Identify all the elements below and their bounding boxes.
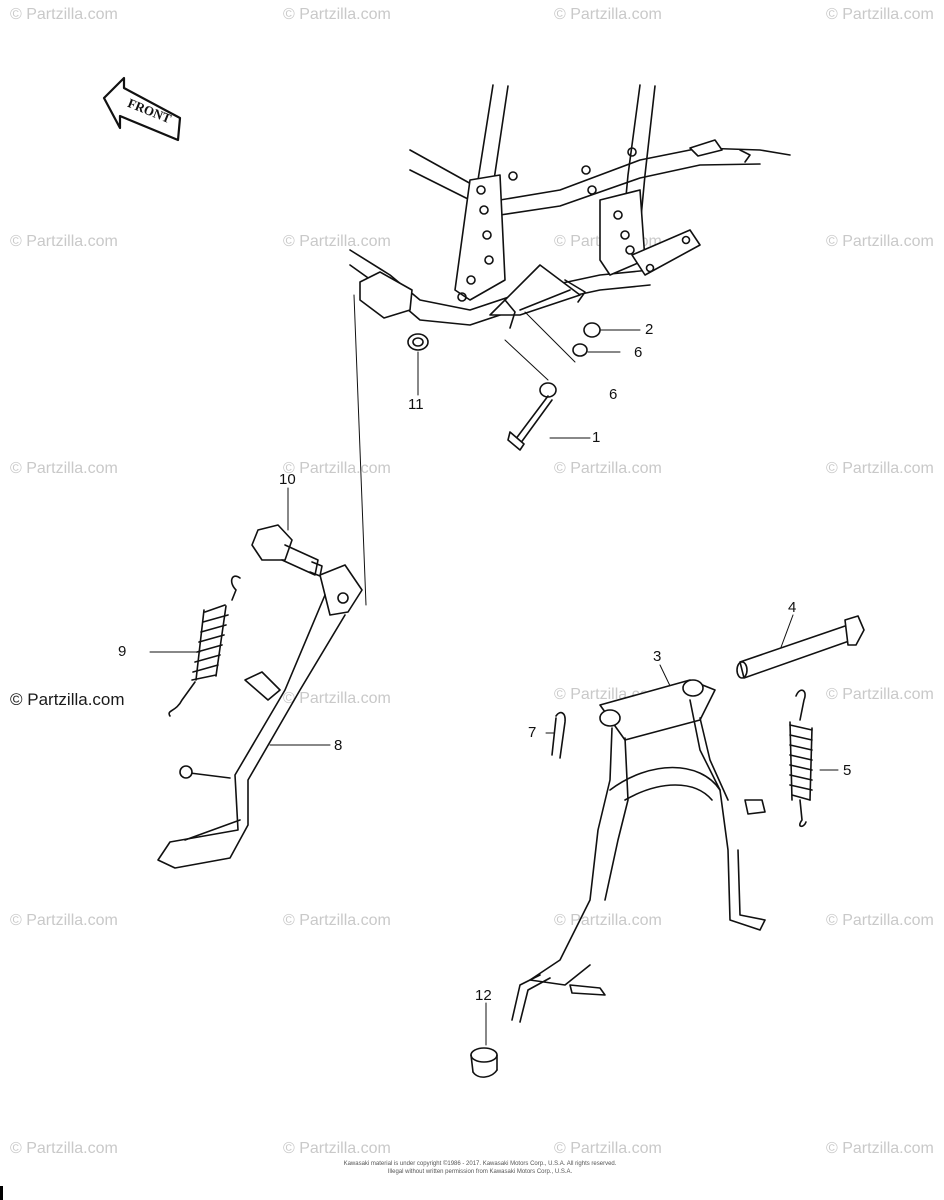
callout-4: 4: [788, 599, 797, 616]
callout-1: 1: [592, 429, 601, 446]
callout-12: 12: [475, 987, 492, 1004]
watermark: © Partzilla.com: [554, 6, 662, 23]
copyright-line-2: Illegal without written permission from …: [387, 1169, 573, 1175]
frame-drawing: [349, 84, 791, 329]
watermark: © Partzilla.com: [826, 460, 934, 477]
watermark: © Partzilla.com: [10, 233, 118, 250]
pivot-bolt-drawing: [251, 524, 323, 577]
watermark: © Partzilla.com: [10, 460, 118, 477]
washer-nut-drawing: [407, 322, 601, 451]
watermark: © Partzilla.com: [283, 912, 391, 929]
copyright-notice: Kawasaki material is under copyright ©19…: [330, 1160, 630, 1176]
watermark: © Partzilla.com: [283, 690, 391, 707]
callout-8: 8: [334, 737, 343, 754]
callout-3: 3: [653, 648, 662, 665]
watermark: © Partzilla.com: [10, 6, 118, 23]
watermark: © Partzilla.com: [554, 460, 662, 477]
watermark: © Partzilla.com: [283, 460, 391, 477]
callout-11: 11: [408, 396, 424, 413]
watermark: © Partzilla.com: [283, 1140, 391, 1157]
watermark: © Partzilla.com: [826, 912, 934, 929]
watermark: © Partzilla.com: [554, 912, 662, 929]
leader-lines: [149, 294, 839, 1046]
watermark: © Partzilla.com: [283, 233, 391, 250]
callout-6b: 6: [609, 386, 618, 403]
callout-6a: 6: [634, 344, 643, 361]
watermark: © Partzilla.com: [826, 6, 934, 23]
watermark: © Partzilla.com: [826, 1140, 934, 1157]
callout-10: 10: [279, 471, 296, 488]
side-stand-drawing: [157, 564, 363, 869]
watermark-main: © Partzilla.com: [10, 690, 125, 709]
watermark: © Partzilla.com: [554, 1140, 662, 1157]
watermark: © Partzilla.com: [283, 6, 391, 23]
side-stand-spring-drawing: [168, 575, 241, 717]
edge-mark: [0, 1186, 3, 1200]
center-stand-spring-drawing: [789, 689, 813, 828]
watermark: © Partzilla.com: [826, 686, 934, 703]
callout-9: 9: [118, 643, 127, 660]
watermark: © Partzilla.com: [10, 912, 118, 929]
callout-5: 5: [843, 762, 852, 779]
watermark: © Partzilla.com: [10, 1140, 118, 1157]
center-stand-bolt-drawing: [736, 615, 865, 679]
center-stand-drawing: [511, 679, 766, 1023]
copyright-line-1: Kawasaki material is under copyright ©19…: [343, 1161, 617, 1167]
stand-rubber-drawing: [470, 1047, 498, 1078]
callout-2: 2: [645, 321, 654, 338]
front-arrow-icon: FRONT: [102, 76, 182, 142]
watermark: © Partzilla.com: [826, 233, 934, 250]
callout-7: 7: [528, 724, 537, 741]
cotter-pin-drawing: [551, 711, 566, 759]
